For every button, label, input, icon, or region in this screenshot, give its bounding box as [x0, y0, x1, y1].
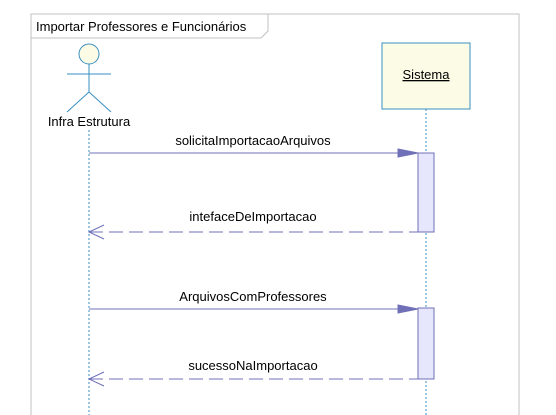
message-label: sucessoNaImportacao — [188, 358, 317, 373]
message-label: intefaceDeImportacao — [189, 209, 316, 224]
frame-title-tab — [30, 13, 269, 39]
message-arquivos-com-professores: ArquivosComProfessores — [89, 289, 419, 314]
message-sucesso-na-importacao: sucessoNaImportacao — [87, 358, 418, 387]
actor-name: Infra Estrutura — [48, 114, 131, 129]
message-solicita-importacao-arquivos: solicitaImportacaoArquivos — [89, 133, 419, 158]
actor-icon — [66, 43, 112, 113]
object-name: Sistema — [403, 67, 451, 82]
actor-infra-estrutura: Infra Estrutura — [48, 43, 131, 129]
diagram-frame — [30, 13, 520, 415]
message-label: ArquivosComProfessores — [179, 289, 327, 304]
frame-title: Importar Professores e Funcionários — [36, 19, 247, 34]
message-inteface-de-importacao: intefaceDeImportacao — [87, 209, 418, 240]
message-label: solicitaImportacaoArquivos — [175, 133, 331, 148]
object-sistema: Sistema — [381, 42, 471, 110]
activation-bar — [417, 152, 435, 233]
activation-bar — [417, 307, 435, 380]
